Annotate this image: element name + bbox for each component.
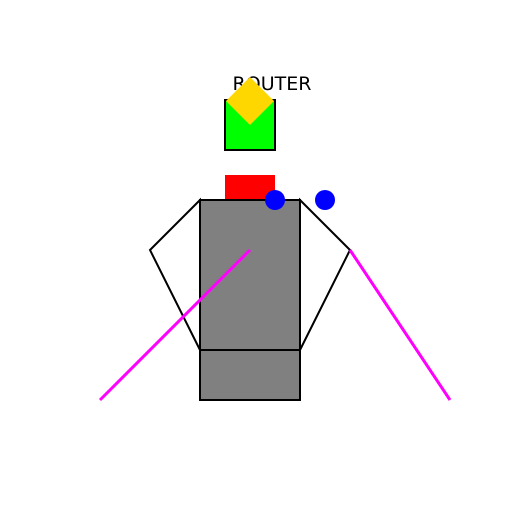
port-1-dot (265, 190, 285, 210)
left-cable (98, 248, 252, 402)
top-diamond-shape (226, 77, 274, 125)
router-base (199, 349, 301, 401)
left-wing-outline (148, 197, 201, 351)
router-body (199, 199, 301, 351)
right-wing-outline (299, 197, 352, 351)
right-cable (348, 249, 452, 401)
port-2-dot (315, 190, 335, 210)
